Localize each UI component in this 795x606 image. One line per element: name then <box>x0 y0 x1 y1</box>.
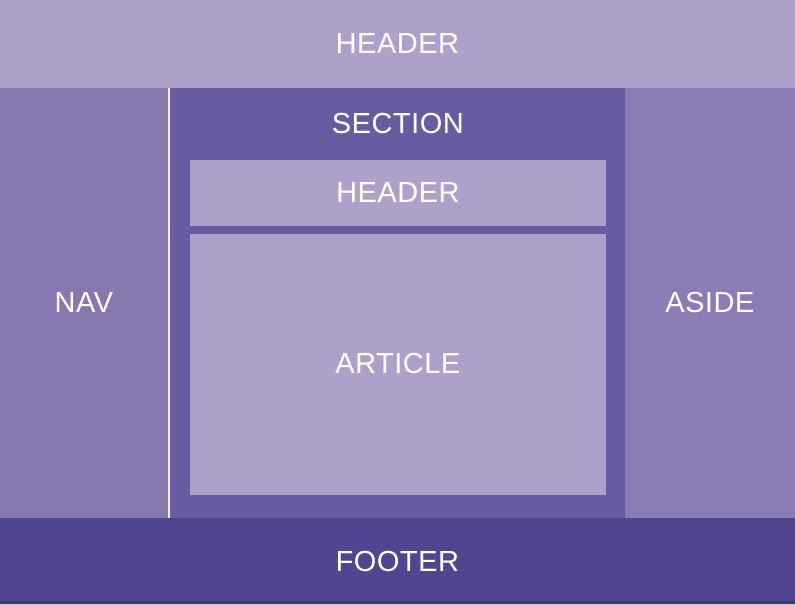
section-header-label: HEADER <box>336 176 460 209</box>
section-region: SECTION HEADER ARTICLE <box>170 88 625 518</box>
footer-region: FOOTER <box>0 518 795 606</box>
bottom-edge-light-line <box>0 604 795 606</box>
middle-row: NAV SECTION HEADER ARTICLE ASIDE <box>0 88 795 518</box>
section-label: SECTION <box>331 107 465 140</box>
nav-label: NAV <box>54 286 114 319</box>
aside-label: ASIDE <box>665 286 755 319</box>
section-label-area: SECTION <box>190 88 606 160</box>
nav-region: NAV <box>0 88 168 518</box>
nav-section-divider <box>168 88 170 518</box>
footer-label: FOOTER <box>335 545 460 578</box>
article-box: ARTICLE <box>190 234 606 495</box>
article-label: ARTICLE <box>335 348 461 380</box>
section-header-box: HEADER <box>190 160 606 226</box>
page-header-label: HEADER <box>335 27 460 60</box>
aside-region: ASIDE <box>625 88 795 518</box>
page-header-band: HEADER <box>0 0 795 88</box>
bottom-edge-dark-line <box>0 601 795 604</box>
